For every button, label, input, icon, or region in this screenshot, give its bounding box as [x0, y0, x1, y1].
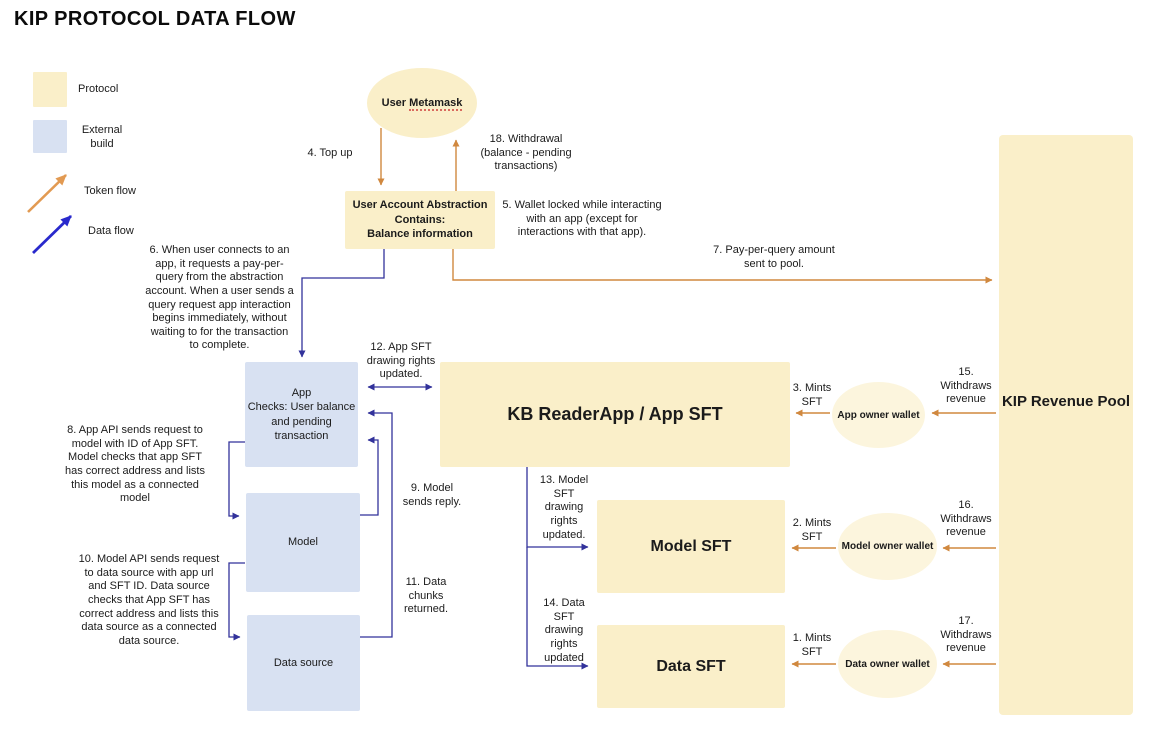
annotation-top-up: 4. Top up: [307, 147, 353, 159]
user-metamask-label: User Metamask: [381, 96, 463, 111]
legend-data-arrow-icon: [32, 214, 72, 255]
data-owner-wallet-label: Data owner wallet: [845, 658, 930, 670]
arrow-model-reply: [360, 436, 379, 516]
annotation-model-reply: 9. Model sends reply.: [402, 482, 462, 508]
legend-protocol-swatch: [33, 72, 67, 107]
data-sft-label: Data SFT: [656, 657, 726, 675]
annotation-mints-model: 2. Mints SFT: [792, 517, 832, 543]
node-app: App Checks: User balance and pending tra…: [245, 362, 358, 467]
data-source-label: Data source: [273, 656, 334, 669]
page-title: KIP PROTOCOL DATA FLOW: [14, 8, 296, 30]
arrow-model-to-datasource: [228, 562, 245, 641]
metamask-misspelled-word: Metamask: [409, 96, 463, 111]
annotation-app-sft-rights: 12. App SFT drawing rights updated.: [366, 341, 436, 381]
annotation-data-sft-rights: 14. Data SFT drawing rights updated: [543, 597, 585, 664]
legend-external-label: External build: [81, 124, 123, 150]
node-app-owner-wallet: App owner wallet: [832, 382, 925, 448]
arrow-app-to-model: [228, 441, 245, 520]
account-abstraction-label: User Account Abstraction Contains: Balan…: [352, 198, 488, 241]
annotation-mints-app: 3. Mints SFT: [792, 382, 832, 408]
node-user-account-abstraction: User Account Abstraction Contains: Balan…: [345, 191, 495, 249]
annotation-app-api: 8. App API sends request to model with I…: [64, 424, 205, 505]
kb-readerapp-label: KB ReaderApp / App SFT: [507, 404, 723, 424]
annotation-wallet-locked: 5. Wallet locked while interacting with …: [502, 199, 662, 239]
legend-token-label: Token flow: [84, 185, 136, 197]
annotation-pay-per-query: 7. Pay-per-query amount sent to pool.: [713, 244, 835, 270]
app-label: App Checks: User balance and pending tra…: [247, 386, 356, 442]
node-kb-readerapp-app-sft: KB ReaderApp / App SFT: [440, 362, 790, 467]
annotation-withdraws-data: 17. Withdraws revenue: [940, 615, 992, 655]
model-owner-wallet-label: Model owner wallet: [841, 541, 934, 552]
kip-revenue-pool-label: KIP Revenue Pool: [1001, 393, 1131, 410]
model-label: Model: [288, 536, 318, 549]
node-model-sft: Model SFT: [597, 500, 785, 593]
annotation-mints-data: 1. Mints SFT: [792, 632, 832, 658]
annotation-withdrawal: 18. Withdrawal (balance - pending transa…: [480, 133, 572, 173]
legend-token-arrow-icon: [27, 174, 67, 213]
node-data-sft: Data SFT: [597, 625, 785, 708]
annotation-withdraws-model: 16. Withdraws revenue: [940, 499, 992, 539]
model-sft-label: Model SFT: [650, 537, 732, 555]
annotation-model-sft-rights: 13. Model SFT drawing rights updated.: [539, 474, 589, 541]
node-data-source: Data source: [247, 615, 360, 711]
node-user-metamask: User Metamask: [367, 68, 477, 138]
node-kip-revenue-pool: KIP Revenue Pool: [999, 135, 1133, 715]
app-owner-wallet-label: App owner wallet: [837, 409, 920, 421]
node-data-owner-wallet: Data owner wallet: [838, 630, 937, 698]
arrow-data-chunks: [360, 409, 393, 638]
annotation-withdraws-app: 15. Withdraws revenue: [940, 366, 992, 406]
node-model: Model: [246, 493, 360, 592]
legend-data-label: Data flow: [88, 225, 134, 237]
annotation-user-connects: 6. When user connects to an app, it requ…: [145, 244, 294, 352]
node-model-owner-wallet: Model owner wallet: [838, 513, 937, 580]
legend-protocol-label: Protocol: [78, 83, 119, 95]
annotation-model-api: 10. Model API sends request to data sour…: [78, 553, 220, 647]
annotation-data-chunks: 11. Data chunks returned.: [403, 576, 449, 616]
legend-external-swatch: [33, 120, 67, 153]
